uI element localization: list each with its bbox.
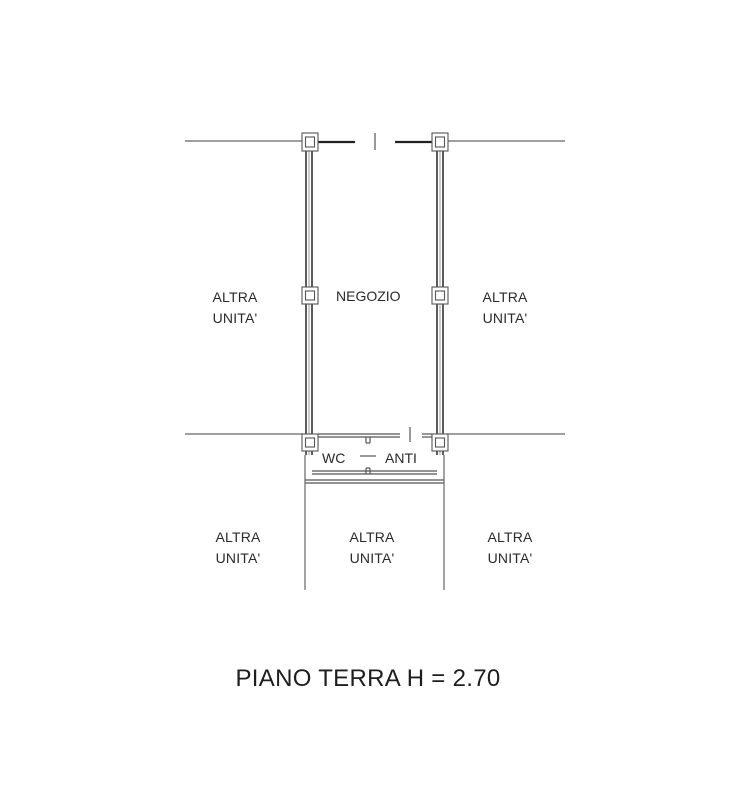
lower-dividers [304, 455, 445, 590]
neighbor-label-bottom-left: ALTRA UNITA' [215, 529, 261, 566]
service-block [305, 427, 444, 484]
room-label-wc: WC [322, 450, 346, 466]
neighbor-label-top-left: ALTRA UNITA' [212, 289, 258, 326]
pillars [301, 132, 449, 452]
neighbor-label-bottom-center: ALTRA UNITA' [349, 529, 395, 566]
room-label-negozio: NEGOZIO [336, 288, 401, 304]
neighbor-label-bottom-right: ALTRA UNITA' [487, 529, 533, 566]
neighbor-label-top-right: ALTRA UNITA' [482, 289, 528, 326]
room-label-anti: ANTI [385, 450, 417, 466]
plan-title: PIANO TERRA H = 2.70 [235, 665, 501, 692]
